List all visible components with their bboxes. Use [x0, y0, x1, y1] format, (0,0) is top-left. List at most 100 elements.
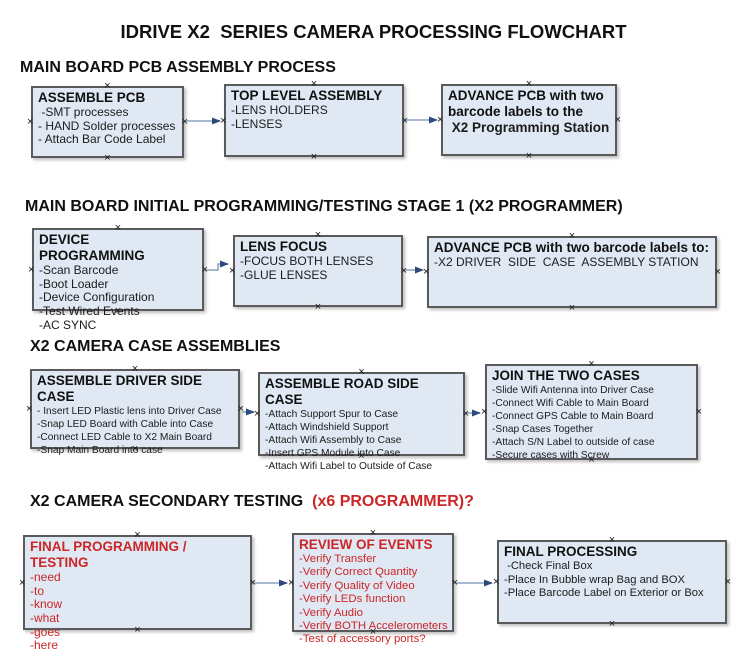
connection-point-icon: × [310, 78, 318, 90]
connection-point-icon: × [437, 114, 444, 126]
box-item: -Verify Correct Quantity [299, 566, 418, 579]
box-item: -Snap LED Board with Cable into Case [37, 418, 214, 430]
flow-box-assemble-driver-side-case: ASSEMBLE DRIVER SIDE CASE - Insert LED P… [26, 364, 244, 456]
box-title: ASSEMBLE PCB [38, 90, 146, 105]
box-items: -Verify Transfer-Verify Correct Quantity… [299, 553, 448, 647]
box-items: -Attach Support Spur to Case-Attach Wind… [265, 408, 458, 473]
connection-point-icon: × [314, 301, 322, 313]
flow-box-assemble-pcb: ASSEMBLE PCB -SMT processes- HAND Solder… [27, 81, 188, 164]
box-item: -LENS HOLDERS [231, 102, 328, 117]
box-title: ADVANCE PCB with two barcode labels to t… [448, 88, 608, 119]
box-item: -Connect Wifi Cable to Main Board [492, 397, 649, 409]
connection-point-icon: × [134, 529, 141, 541]
arrow-deviceprog-to-lensfocus [205, 260, 229, 271]
box-item: -X2 DRIVER SIDE CASE ASSEMBLY STATION [434, 254, 699, 269]
connection-point-icon: × [462, 408, 469, 420]
box-item: -need [30, 569, 61, 584]
box-item: -know [30, 597, 63, 612]
section-heading-case-assemblies: X2 CAMERA CASE ASSEMBLIES [30, 338, 281, 355]
connection-point-icon: × [588, 358, 595, 370]
flow-box-device-programming: DEVICE PROGRAMMING -Scan Barcode-Boot Lo… [28, 223, 208, 332]
connection-point-icon: × [451, 576, 458, 589]
box-item: -AC SYNC [39, 317, 97, 332]
connection-point-icon: × [568, 302, 576, 314]
box-item: -Attach S/N Label to outside of case [492, 436, 655, 448]
connection-point-icon: × [310, 151, 318, 163]
box-item: -Device Configuration [39, 290, 155, 305]
box-item: -Verify Audio [299, 606, 363, 619]
box-title: REVIEW OF EVENTS [299, 537, 433, 552]
box-item: -here [30, 638, 59, 653]
box-items: -LENS HOLDERS-LENSES [231, 102, 397, 131]
box-item: -Connect LED Cable to X2 Main Board [37, 431, 212, 443]
connection-point-icon: × [19, 576, 26, 589]
box-title: FINAL PROGRAMMING / TESTING [30, 539, 191, 570]
connection-point-icon: × [724, 576, 731, 588]
flow-box-final-programming-testing: FINAL PROGRAMMING / TESTING -need-to-kno… [19, 530, 256, 653]
connection-point-icon: × [369, 626, 377, 638]
box-items: -need-to-know-what-goes-here [30, 569, 245, 653]
connection-point-icon: × [104, 152, 111, 164]
box-item: -Snap Main Board into case [37, 444, 163, 456]
connection-point-icon: × [695, 406, 702, 418]
connection-point-icon: × [358, 366, 365, 378]
box-items: - Insert LED Plastic lens into Driver Ca… [37, 405, 233, 457]
connection-point-icon: × [493, 576, 500, 588]
connection-point-icon: × [400, 265, 407, 277]
connection-point-icon: × [181, 116, 188, 128]
section-heading-secondary-testing-black: X2 CAMERA SECONDARY TESTING [30, 493, 308, 510]
connection-point-icon: × [229, 265, 236, 277]
flow-box-join-the-two-cases: JOIN THE TWO CASES -Slide Wifi Antenna i… [481, 359, 702, 466]
box-title: JOIN THE TWO CASES [492, 368, 640, 383]
box-item: -Boot Loader [39, 276, 109, 291]
flow-box-final-processing: FINAL PROCESSING -Check Final Box-Place … [493, 535, 731, 630]
box-item: -FOCUS BOTH LENSES [240, 253, 374, 268]
connection-point-icon: × [423, 266, 430, 278]
box-item: -Verify Quality of Video [299, 579, 415, 592]
connection-point-icon: × [237, 403, 244, 415]
box-title: ASSEMBLE DRIVER SIDE CASE [37, 373, 206, 404]
flow-box-lens-focus: LENS FOCUS -FOCUS BOTH LENSES-GLUE LENSE… [229, 230, 407, 313]
connection-point-icon: × [114, 305, 122, 317]
box-item: -Slide Wifi Antenna into Driver Case [492, 384, 654, 396]
box-items: X2 Programming Station [448, 120, 610, 137]
box-item: - Attach Bar Code Label [38, 132, 166, 147]
flow-box-assemble-road-side-case: ASSEMBLE ROAD SIDE CASE -Attach Support … [254, 367, 469, 472]
flow-box-advance-pcb-driver-side: ADVANCE PCB with two barcode labels to: … [423, 231, 721, 314]
box-item: -Place In Bubble wrap Bag and BOX [504, 573, 685, 586]
box-item: -Test Wired Events [39, 303, 140, 318]
connection-point-icon: × [588, 454, 595, 466]
box-item: -Verify BOTH Accelerometers [299, 619, 448, 632]
box-item: -SMT processes [38, 104, 129, 119]
connection-point-icon: × [481, 406, 488, 418]
connection-point-icon: × [401, 114, 408, 127]
section-heading-secondary-testing-red: (x6 PROGRAMMER)? [307, 493, 474, 510]
connection-point-icon: × [568, 230, 576, 242]
connection-point-icon: × [114, 222, 122, 234]
box-item: -Check Final Box [504, 559, 593, 572]
box-title: ADVANCE PCB with two barcode labels to: [434, 240, 710, 255]
connection-point-icon: × [220, 114, 227, 127]
connection-point-icon: × [134, 624, 141, 636]
connection-point-icon: × [614, 114, 621, 126]
box-item: -to [30, 583, 45, 598]
box-title: FINAL PROCESSING [504, 544, 638, 559]
box-item: -LENSES [231, 116, 283, 131]
connection-point-icon: × [288, 576, 295, 589]
connection-point-icon: × [714, 266, 721, 278]
connection-point-icon: × [131, 363, 139, 375]
connection-point-icon: × [608, 618, 616, 630]
section-heading-pcb-assembly: MAIN BOARD PCB ASSEMBLY PROCESS [20, 59, 336, 76]
box-item: -Attach Windshield Support [265, 421, 389, 433]
box-title: DEVICE PROGRAMMING [39, 232, 145, 263]
box-item: -what [30, 610, 60, 625]
box-item: -Place Barcode Label on Exterior or Box [504, 587, 704, 600]
box-item: -GLUE LENSES [240, 267, 328, 282]
box-items: -FOCUS BOTH LENSES-GLUE LENSES [240, 253, 396, 282]
connection-point-icon: × [28, 263, 35, 276]
section-heading-secondary-testing: X2 CAMERA SECONDARY TESTING (x6 PROGRAMM… [30, 493, 474, 511]
box-items: -Scan Barcode-Boot Loader-Device Configu… [39, 263, 197, 333]
flow-box-review-of-events: REVIEW OF EVENTS -Verify Transfer-Verify… [288, 528, 458, 646]
box-item: -Snap Cases Together [492, 423, 594, 435]
connection-point-icon: × [27, 116, 34, 128]
